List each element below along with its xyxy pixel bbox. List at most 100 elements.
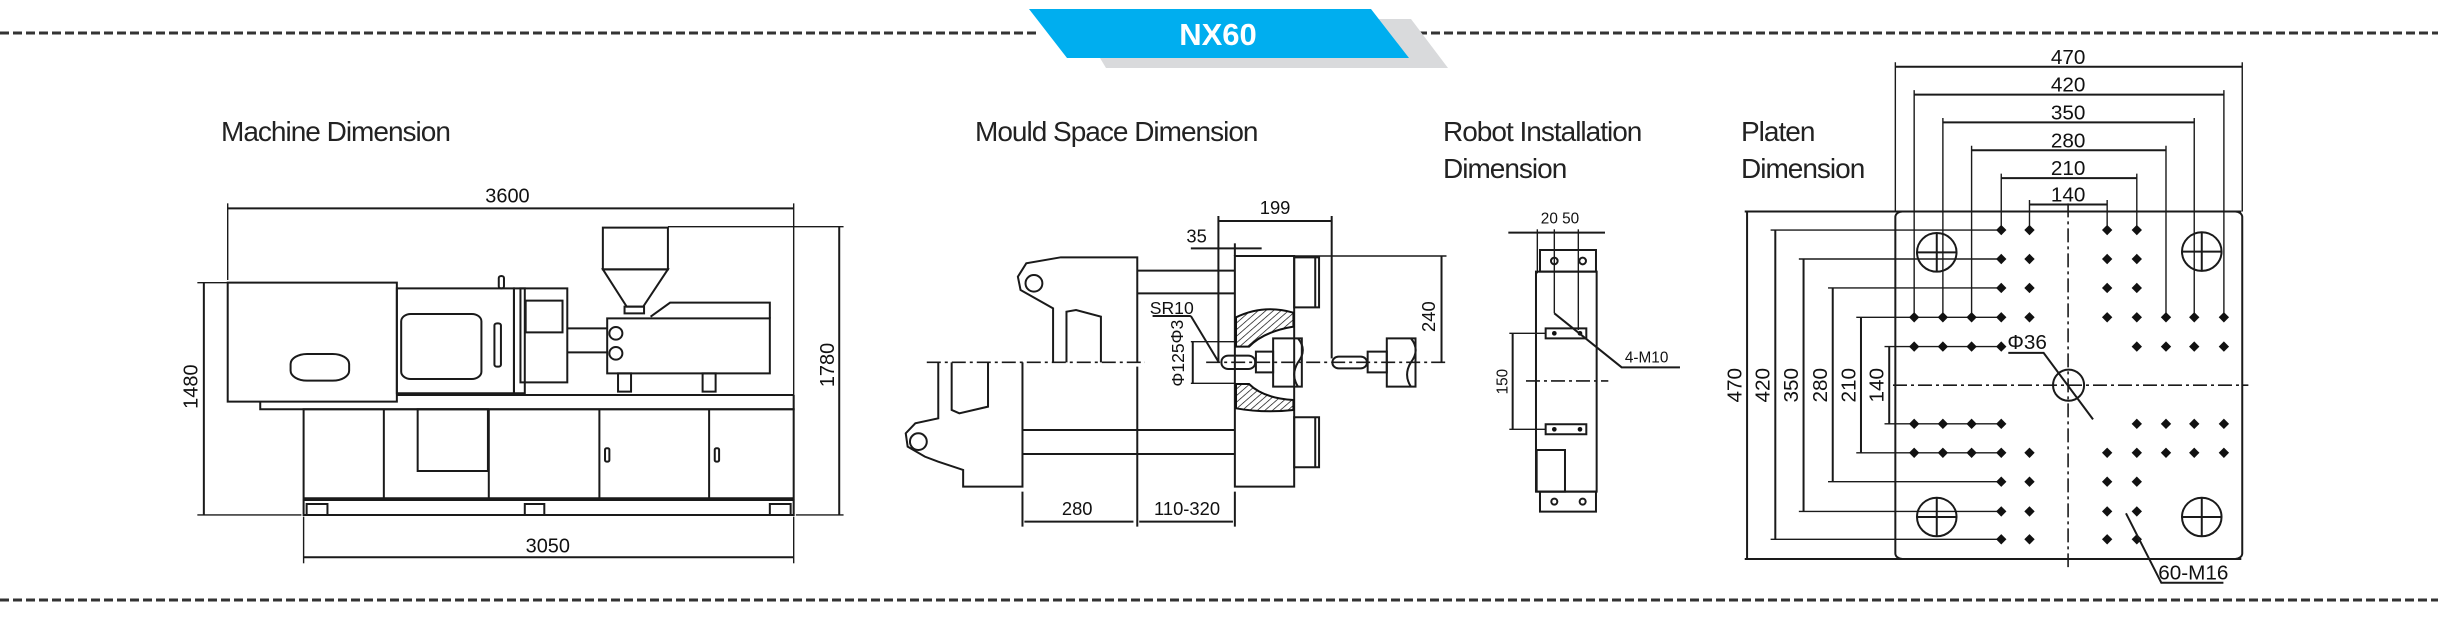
m16-tapped-hole (1908, 447, 1920, 458)
m16-tapped-hole (2101, 282, 2113, 294)
m16-tapped-hole (2101, 476, 2113, 487)
m16-tapped-hole (2131, 506, 2142, 517)
m16-tapped-hole (1937, 341, 1949, 352)
m16-tapped-hole (2131, 447, 2142, 458)
m16-tapped-hole (1996, 447, 2007, 458)
m16-tapped-hole (1966, 341, 1977, 352)
m16-tapped-hole (1996, 534, 2007, 545)
m16-tapped-hole (1996, 506, 2007, 517)
m16-tapped-hole (2218, 418, 2230, 430)
m16-tapped-hole (1996, 418, 2007, 430)
robot-installation-title-line2: Dimension (1443, 153, 1566, 184)
machine-dimension-title: Machine Dimension (221, 116, 450, 147)
m16-tapped-hole (2218, 447, 2230, 458)
center-hole (2053, 370, 2084, 401)
platen-vertical-dim: 280 (1809, 368, 1832, 403)
m16-tapped-hole (2024, 282, 2035, 294)
locating-ring-diameter-label: Φ125 (1168, 343, 1188, 387)
m16-tapped-hole (1996, 282, 2007, 294)
m16-tapped-hole (2101, 447, 2113, 458)
nozzle-hole-diameter-label: Φ3 (1167, 320, 1187, 344)
m16-tapped-hole (2189, 341, 2200, 352)
m16-tapped-hole (2218, 341, 2230, 352)
platen-vertical-dim: 470 (1723, 368, 1746, 403)
platen-horizontal-dim: 470 (2051, 46, 2086, 69)
dim-base-length: 3050 (526, 536, 570, 558)
dim-280: 280 (1062, 498, 1093, 519)
platen-horizontal-dim: 420 (2051, 74, 2086, 97)
sphere-radius-label: SR10 (1150, 298, 1194, 318)
m16-tapped-hole (1908, 312, 1920, 323)
m16-tapped-hole (1996, 224, 2007, 236)
m16-tapped-hole (2131, 312, 2142, 323)
m16-tapped-hole (2131, 282, 2142, 294)
machine-drawing: 3600 1480 (180, 186, 843, 564)
m16-tapped-hole (2160, 312, 2172, 323)
robot-installation-drawing: 20 50 4-M10 150 (1494, 210, 1680, 511)
dim-overall-length: 3600 (485, 186, 529, 208)
m16-tapped-hole (1908, 418, 1920, 430)
m16-tapped-hole (1937, 447, 1949, 458)
mould-space-drawing: 199 35 240 SR10 Φ3 Φ125 280 110-320 (906, 197, 1447, 527)
m16-tapped-hole (2189, 447, 2200, 458)
m16-tapped-hole (1966, 418, 1977, 430)
m16-tapped-hole (2131, 418, 2142, 430)
platen-title-line1: Platen (1741, 116, 1814, 147)
robot-installation-title-line1: Robot Installation (1443, 116, 1641, 147)
m16-tapped-hole (1908, 341, 1920, 352)
m16-tapped-hole (2131, 224, 2142, 236)
m16-tapped-hole (1996, 341, 2007, 352)
platen-vertical-dim: 350 (1780, 368, 1803, 403)
mould-space-title: Mould Space Dimension (975, 116, 1258, 147)
platen-horizontal-dim: 280 (2051, 129, 2086, 152)
platen-horizontal-dim: 210 (2051, 157, 2086, 180)
m16-tapped-hole (2101, 506, 2113, 517)
m16-tapped-hole (2024, 253, 2035, 265)
m16-tapped-hole (1937, 312, 1949, 323)
platen-title-line2: Dimension (1741, 153, 1864, 184)
m16-tapped-hole (2131, 476, 2142, 487)
m16-tapped-hole (1996, 312, 2007, 323)
center-hole-diameter-label: Φ36 (2007, 331, 2047, 354)
m16-tapped-hole (1937, 418, 1949, 430)
dim-240: 240 (1418, 301, 1439, 332)
m16-tapped-hole (2024, 534, 2035, 545)
m16-tapped-hole (2160, 447, 2172, 458)
m16-tapped-hole (2024, 476, 2035, 487)
m16-tapped-hole (2101, 534, 2113, 545)
platen-vertical-dim: 420 (1752, 368, 1775, 403)
dim-robot-150: 150 (1494, 369, 1511, 395)
m16-tapped-hole (2160, 418, 2172, 430)
platen-horizontal-dim: 350 (2051, 101, 2086, 124)
m16-tapped-hole (2189, 418, 2200, 430)
dim-35: 35 (1186, 225, 1206, 246)
dim-199: 199 (1260, 197, 1291, 218)
robot-bolt-label: 4-M10 (1625, 350, 1668, 367)
dim-robot-top: 20 50 (1541, 210, 1579, 227)
mounting-holes-label: 60-M16 (2158, 562, 2228, 585)
m16-tapped-hole (2218, 312, 2230, 323)
m16-tapped-hole (2024, 312, 2035, 323)
m16-tapped-hole (2101, 312, 2113, 323)
dim-height-frame: 1480 (180, 364, 202, 408)
model-name: NX60 (1179, 17, 1257, 52)
m16-tapped-hole (1996, 476, 2007, 487)
m16-tapped-hole (2024, 506, 2035, 517)
platen-vertical-dim: 210 (1837, 368, 1860, 403)
banner-background (1029, 9, 1409, 58)
platen-horizontal-dim: 140 (2051, 183, 2086, 206)
m16-tapped-hole (2024, 224, 2035, 236)
tie-bar-holes (1917, 232, 2222, 536)
m16-tapped-hole (2131, 253, 2142, 265)
dim-mould-thickness-range: 110-320 (1154, 498, 1220, 519)
m16-tapped-hole (1966, 312, 1977, 323)
m16-tapped-hole (2101, 224, 2113, 236)
dim-height-total: 1780 (817, 343, 839, 387)
platen-vertical-dim: 140 (1866, 368, 1889, 403)
m16-tapped-hole (2024, 447, 2035, 458)
m16-tapped-hole (2160, 341, 2172, 352)
model-banner: NX60 (1029, 9, 1448, 68)
m16-tapped-hole (2101, 253, 2113, 265)
